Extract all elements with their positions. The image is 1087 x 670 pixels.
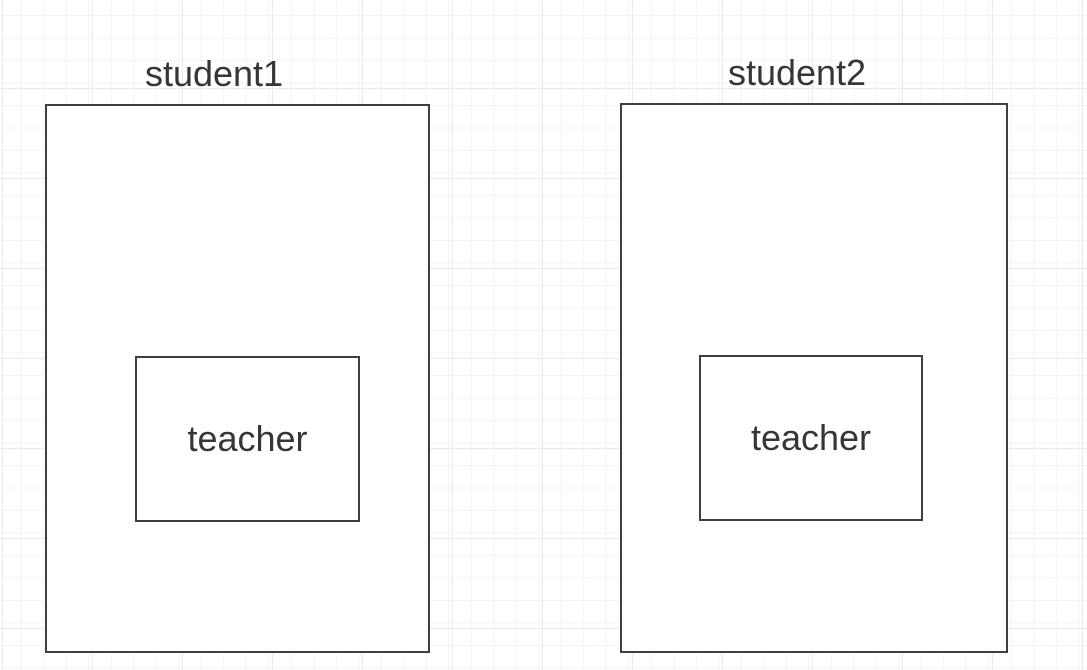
shape-teacher-1[interactable]: teacher [135,356,360,522]
shape-label-teacher-1: teacher [187,418,308,459]
shape-student2[interactable]: teacher [620,103,1008,653]
shape-label-student1[interactable]: student1 [144,53,284,94]
shape-label-teacher-2: teacher [750,417,872,458]
shape-teacher-2[interactable]: teacher [699,355,923,521]
shape-student1[interactable]: teacher [45,104,430,653]
shape-label-student2[interactable]: student2 [727,52,867,93]
